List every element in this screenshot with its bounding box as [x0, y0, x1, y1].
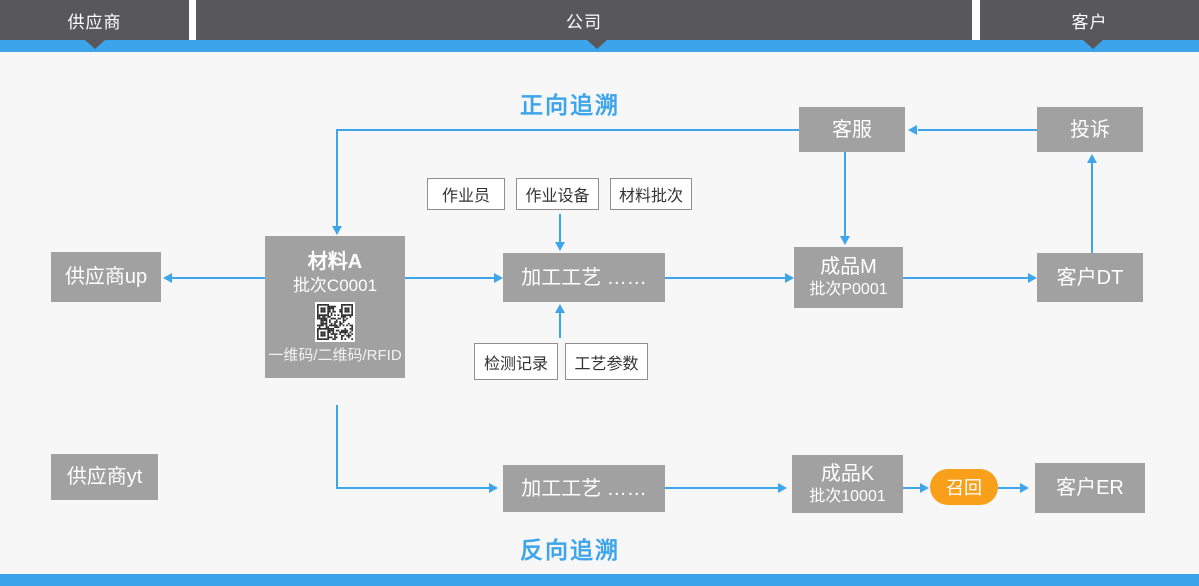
connector-material-to-process-b [336, 487, 489, 489]
lane-label-company: 公司 [566, 12, 602, 32]
lane-pointer-company-icon [587, 40, 607, 49]
connector-records-to-process [559, 312, 561, 338]
lane-label-customer: 客户 [1071, 12, 1108, 32]
tag-process-params: 工艺参数 [565, 343, 648, 380]
node-customer-dt: 客户DT [1037, 253, 1143, 302]
arrowhead-into-recall [920, 483, 929, 493]
arrowhead-into-product-k [778, 483, 787, 493]
forward-trace-title: 正向追溯 [520, 92, 620, 118]
node-supplier-up-label: 供应商up [64, 266, 148, 288]
node-customer-er: 客户ER [1035, 463, 1145, 513]
arrowhead-into-process-left [494, 273, 503, 283]
tag-material-batch-label: 材料批次 [618, 188, 683, 205]
node-supplier-up: 供应商up [51, 252, 161, 302]
node-material-a: 材料A 批次C0001 一维码/二维码/RFID [265, 236, 405, 378]
connector-process-to-product-m [665, 277, 785, 279]
node-customer-er-label: 客户ER [1056, 477, 1124, 499]
header-lane-company: 公司 [196, 0, 972, 40]
node-complaint: 投诉 [1037, 107, 1143, 152]
arrowhead-into-product-m [840, 236, 850, 245]
connector-material-down [336, 405, 338, 489]
connector-recall-to-er [998, 487, 1020, 489]
arrowhead-into-process-b [489, 483, 498, 493]
node-process-backward-label: 加工工艺 …… [521, 477, 647, 500]
tag-process-params-label: 工艺参数 [574, 355, 639, 373]
node-customer-service: 客服 [799, 107, 905, 152]
lane-pointer-supplier-icon [85, 40, 105, 49]
backward-trace-title: 反向追溯 [520, 537, 620, 563]
node-process-forward-label: 加工工艺 …… [521, 266, 647, 289]
node-material-a-codes: 一维码/二维码/RFID [268, 346, 402, 364]
connector-material-to-supplier-up [172, 277, 265, 279]
qr-code-icon [315, 301, 355, 342]
node-customer-dt-label: 客户DT [1056, 266, 1124, 289]
node-recall-label: 召回 [946, 478, 982, 498]
arrowhead-into-service [908, 125, 917, 135]
node-complaint-label: 投诉 [1070, 118, 1110, 141]
tag-equipment-label: 作业设备 [525, 188, 590, 205]
node-process-backward: 加工工艺 …… [503, 465, 665, 512]
connector-product-m-to-dt [903, 277, 1028, 279]
lane-pointer-customer-icon [1083, 40, 1103, 49]
connector-process-b-to-product-k [665, 487, 778, 489]
tag-inspection-record: 检测记录 [474, 343, 558, 380]
node-product-m-title: 成品M [820, 256, 877, 279]
node-product-k-title: 成品K [820, 462, 875, 485]
arrowhead-up-into-process [555, 304, 565, 313]
arrowhead-into-customer-er [1020, 483, 1029, 493]
bottom-accent-bar [0, 574, 1199, 586]
connector-product-k-to-recall [903, 487, 920, 489]
connector-complaint-to-service [918, 129, 1037, 131]
node-product-k: 成品K 批次10001 [792, 455, 903, 513]
node-product-k-batch: 批次10001 [809, 487, 886, 505]
node-product-m-batch: 批次P0001 [809, 281, 888, 299]
node-customer-service-label: 客服 [832, 118, 872, 141]
connector-tags-to-process [559, 214, 561, 242]
arrowhead-into-supplier-up [163, 273, 172, 283]
connector-service-to-material-drop [336, 129, 338, 226]
arrowhead-into-product-m-left [785, 273, 794, 283]
header-lane-customer: 客户 [980, 0, 1199, 40]
connector-service-to-product-m [844, 152, 846, 236]
arrowhead-into-material-a [332, 226, 342, 235]
node-recall-badge: 召回 [930, 469, 998, 505]
tag-operator-label: 作业员 [441, 188, 490, 205]
tag-inspection-record-label: 检测记录 [483, 355, 548, 373]
connector-dt-to-complaint [1091, 162, 1093, 253]
node-product-m: 成品M 批次P0001 [794, 247, 903, 308]
node-material-a-title: 材料A [307, 250, 363, 273]
tag-equipment: 作业设备 [516, 178, 599, 210]
node-supplier-yt: 供应商yt [51, 454, 158, 500]
arrowhead-into-process-top [555, 242, 565, 251]
arrowhead-into-complaint [1087, 154, 1097, 163]
connector-material-to-process [405, 277, 494, 279]
header-lane-supplier: 供应商 [0, 0, 189, 40]
node-material-a-batch: 批次C0001 [292, 275, 378, 295]
lane-label-supplier: 供应商 [67, 12, 122, 32]
tag-material-batch: 材料批次 [610, 178, 692, 210]
node-supplier-yt-label: 供应商yt [66, 466, 143, 488]
connector-service-to-material [336, 129, 799, 131]
arrowhead-into-customer-dt [1028, 273, 1037, 283]
tag-operator: 作业员 [427, 178, 505, 210]
node-process-forward: 加工工艺 …… [503, 253, 665, 302]
